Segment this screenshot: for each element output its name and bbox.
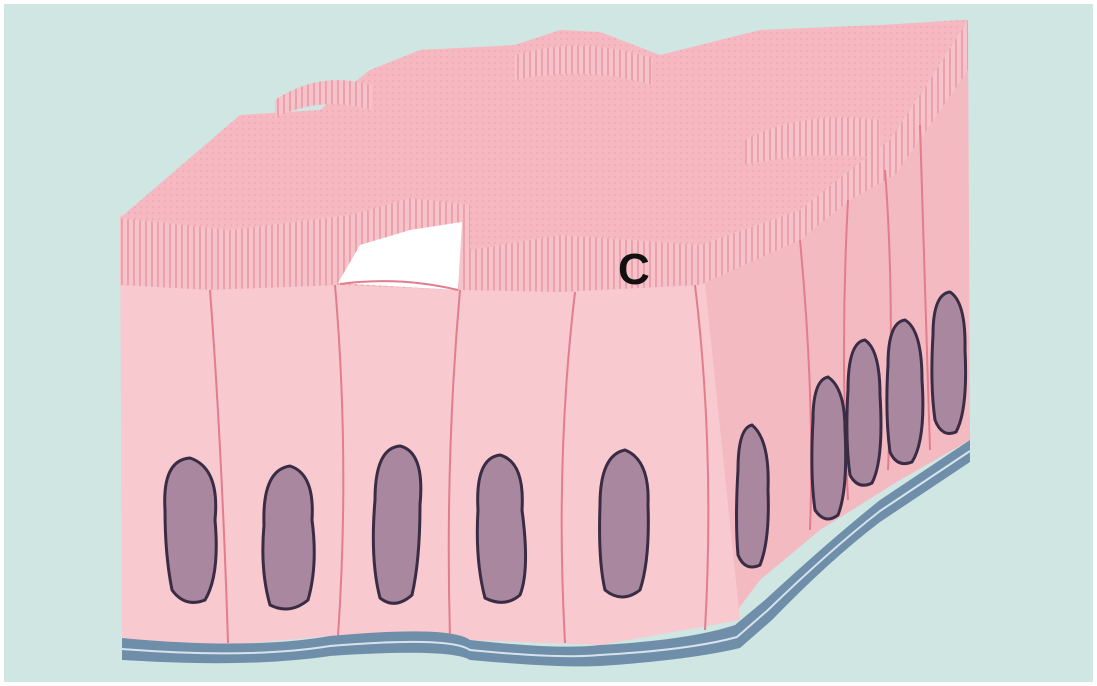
nucleus bbox=[887, 320, 923, 464]
label-c: C bbox=[618, 245, 650, 294]
nucleus bbox=[932, 292, 966, 434]
nucleus bbox=[737, 425, 769, 567]
nucleus bbox=[165, 458, 217, 602]
nucleus bbox=[600, 450, 649, 597]
nucleus bbox=[847, 340, 881, 485]
nucleus bbox=[263, 466, 314, 609]
nucleus bbox=[373, 446, 421, 603]
nucleus bbox=[812, 377, 846, 519]
nucleus bbox=[477, 455, 525, 602]
